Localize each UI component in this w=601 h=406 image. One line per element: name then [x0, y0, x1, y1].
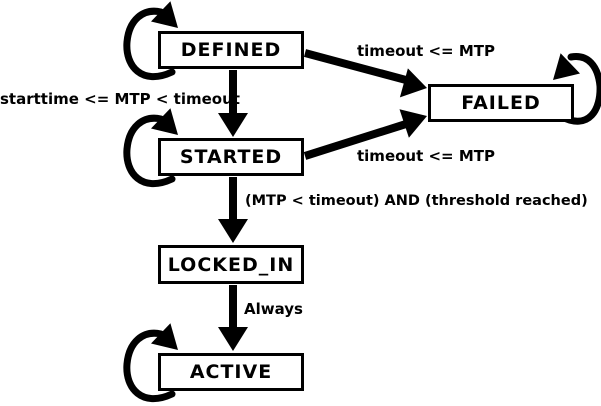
edge-label-defined-failed: timeout <= MTP: [357, 42, 496, 60]
arrow-defined-to-failed: [303, 49, 427, 98]
arrow-started-to-failed: [303, 109, 427, 160]
arrowhead-icon: [218, 327, 248, 351]
state-failed: FAILED: [428, 84, 574, 122]
self-loop-curve: [123, 7, 176, 81]
self-loop-curve: [556, 53, 601, 125]
state-started: STARTED: [158, 138, 304, 176]
self-loop-curve: [123, 329, 176, 403]
self-loop-curve: [123, 114, 176, 188]
state-failed-label: FAILED: [461, 92, 541, 114]
self-loop-active: [123, 323, 178, 403]
edge-label-defined-started: starttime <= MTP < timeout: [0, 90, 240, 108]
edge-label-started-failed: timeout <= MTP: [357, 147, 496, 165]
arrow-locked-in-to-active: [218, 285, 248, 351]
arrowhead-icon: [151, 1, 178, 29]
arrowhead-icon: [151, 323, 178, 350]
edge-label-locked-in-active: Always: [244, 300, 303, 318]
arrowhead-icon: [151, 108, 178, 135]
arrowhead-icon: [399, 109, 427, 138]
self-loop-started: [123, 108, 178, 188]
arrowhead-icon: [399, 68, 427, 98]
state-started-label: STARTED: [179, 146, 283, 168]
state-defined: DEFINED: [158, 31, 304, 69]
arrowhead-icon: [218, 219, 248, 243]
arrow-defined-to-started: [218, 70, 248, 137]
arrowhead-icon: [218, 113, 248, 137]
edge-label-started-locked-in: (MTP < timeout) AND (threshold reached): [245, 193, 588, 209]
state-defined-label: DEFINED: [180, 39, 282, 61]
state-locked-in: LOCKED_IN: [158, 245, 304, 284]
state-active: ACTIVE: [158, 353, 304, 391]
arrow-started-to-locked-in: [218, 177, 248, 243]
arrow-shaft: [303, 49, 408, 84]
self-loop-defined: [123, 1, 178, 81]
state-active-label: ACTIVE: [189, 361, 273, 383]
arrow-shaft: [303, 120, 408, 160]
self-loop-failed: [553, 53, 601, 125]
state-locked-in-label: LOCKED_IN: [167, 253, 295, 276]
arrowhead-icon: [553, 53, 580, 80]
